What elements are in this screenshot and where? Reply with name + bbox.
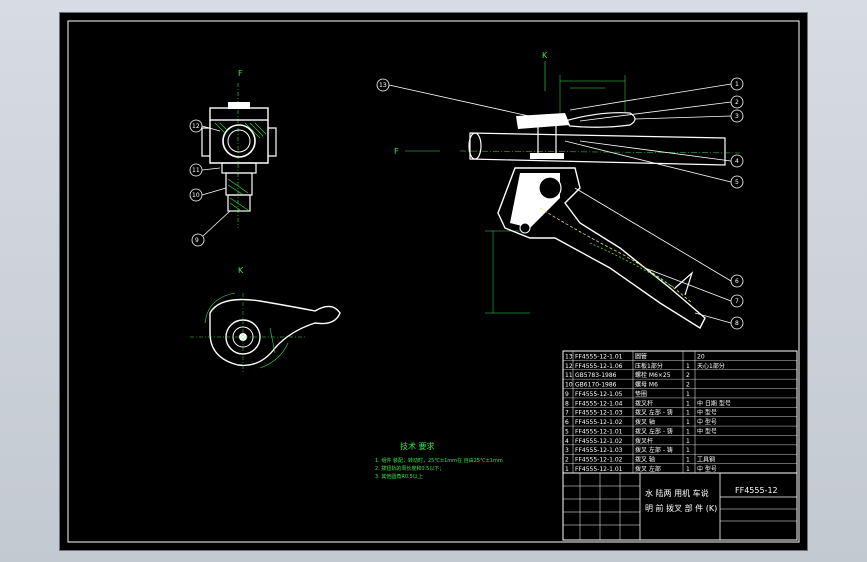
title-line-2: 明 前 拨叉 部 件 (K) [645,503,717,513]
bom-cell-name: 压板1部分 [635,362,663,370]
callout-3: 3 [735,113,739,120]
bom-cell-name: 螺母 M6 [635,381,658,389]
view-k-arrow-label: K [542,51,548,60]
section-f-label: F [238,69,243,78]
callout-13: 13 [379,82,387,89]
bom-cell-qty: 1 [686,419,690,426]
bom-cell-qty: 1 [686,410,690,417]
bom-cell-name: 拨叉 轴 [635,418,655,426]
bom-cell-code: FF4555-12-1.06 [575,363,623,370]
tech-req-line-2: 2. 拨钮轨的周长度和0.5以下； [375,465,444,472]
technical-requirements: 技术 要求 1. 组件 装配，转动时，25℃±1mm在 自由25℃±1mm 2.… [375,441,503,480]
callout-4: 4 [735,158,739,165]
callout-5: 5 [735,179,739,186]
bom-cell-code: FF4555-12-1.01 [575,353,623,360]
tech-req-line-1: 1. 组件 装配，转动时，25℃±1mm在 自由25℃±1mm [375,457,503,464]
bom-cell-no: 4 [565,438,569,445]
bom-cell-name: 拨叉 轴 [635,456,655,464]
tech-req-title: 技术 要求 [400,441,435,451]
bom-cell-qty: 1 [686,391,690,398]
callout-9: 9 [195,237,199,244]
cad-drawing: F [67,20,800,543]
bom-cell-code: FF4555-12-1.02 [575,419,623,426]
bom-cell-code: FF4555-12-1.02 [575,438,623,445]
bom-cell-code: FF4555-12-1.01 [575,428,623,435]
bom-cell-no: 7 [565,410,569,417]
bom-cell-note: 中 日期 型号 [697,399,731,407]
bom-cell-qty: 2 [686,372,690,379]
bom-cell-name: 拨叉杆 [635,399,653,407]
bom-cell-qty: 1 [686,457,690,464]
bom-cell-no: 1 [565,466,569,473]
bom-cell-note: 20 [697,353,705,360]
bom-cell-no: 12 [565,363,573,370]
callout-12: 12 [192,123,200,130]
view-k: K [190,266,341,373]
bom-cell-code: FF4555-12-1.03 [575,447,623,454]
tech-req-line-3: 3. 其他圆角R0.5以上 [375,473,423,480]
bom-cell-note: 中 型号 [697,427,717,435]
bom-cell-name: 螺栓 M6×25 [635,371,671,379]
bom-cell-name: 圆管 [635,352,647,360]
bom-cell-note: 中 型号 [697,409,717,417]
callout-1: 1 [735,81,739,88]
bom-cell-qty: 1 [686,447,690,454]
callout-8: 8 [735,320,739,327]
view-k-label: K [238,266,244,275]
bom-cell-qty: 1 [686,428,690,435]
bom-cell-note: 中 型号 [697,465,717,473]
bom-cell-no: 3 [565,447,569,454]
drawing-sheet: F [60,13,807,550]
bom-cell-no: 6 [565,419,569,426]
callout-7: 7 [735,298,739,305]
bom-cell-qty: 1 [686,438,690,445]
bom-cell-no: 10 [565,382,573,389]
bom-cell-code: FF4555-12-1.01 [575,466,623,473]
bom-cell-qty: 1 [686,363,690,370]
bom-cell-code: GB5783-1986 [575,372,617,379]
bom-cell-qty: 1 [686,466,690,473]
bom-cell-name: 拨叉杆 [635,437,653,445]
bom-cell-code: FF4555-12-1.04 [575,400,623,407]
bom-cell-no: 5 [565,428,569,435]
bom-cell-name: 拨叉 左部 - 铸 [635,409,673,417]
title-block: 水 陆两 用机 车说 明 前 拨叉 部 件 (K) FF4555-12 [562,472,798,541]
bom-cell-code: FF4555-12-1.05 [575,391,623,398]
bom-cell-name: 垫圈 [635,390,647,398]
bom-cell-qty: 2 [686,382,690,389]
arrow-f-label: F [394,147,399,156]
title-line-1: 水 陆两 用机 车说 [645,488,709,498]
callout-6: 6 [735,278,739,285]
bom-cell-name: 拨叉 左部 - 铸 [635,446,673,454]
drawing-border [67,20,800,543]
bom-cell-no: 11 [565,372,573,379]
bom-cell-no: 2 [565,457,569,464]
bom-cell-no: 8 [565,400,569,407]
section-f-view: F [189,69,277,247]
bom-cell-no: 13 [565,353,573,360]
bom-cell-code: GB6170-1986 [575,382,617,389]
bom-cell-note: 工具钢 [697,456,715,464]
bom-cell-code: FF4555-12-1.02 [575,457,623,464]
callout-11: 11 [192,167,200,174]
bom-cell-note: 中 型号 [697,418,717,426]
bom-cell-no: 9 [565,391,569,398]
bom-cell-note: 天心1部分 [697,362,725,370]
bom-cell-qty: 1 [686,400,690,407]
callout-10: 10 [192,192,200,199]
bom-cell-code: FF4555-12-1.03 [575,410,623,417]
bom-cell-name: 拨叉 左部 - 铸 [635,427,673,435]
callout-2: 2 [735,99,739,106]
drawing-number: FF4555-12 [735,486,778,495]
bom-cell-name: 拨叉 左部 [635,465,661,473]
main-elevation: K F [376,51,744,330]
